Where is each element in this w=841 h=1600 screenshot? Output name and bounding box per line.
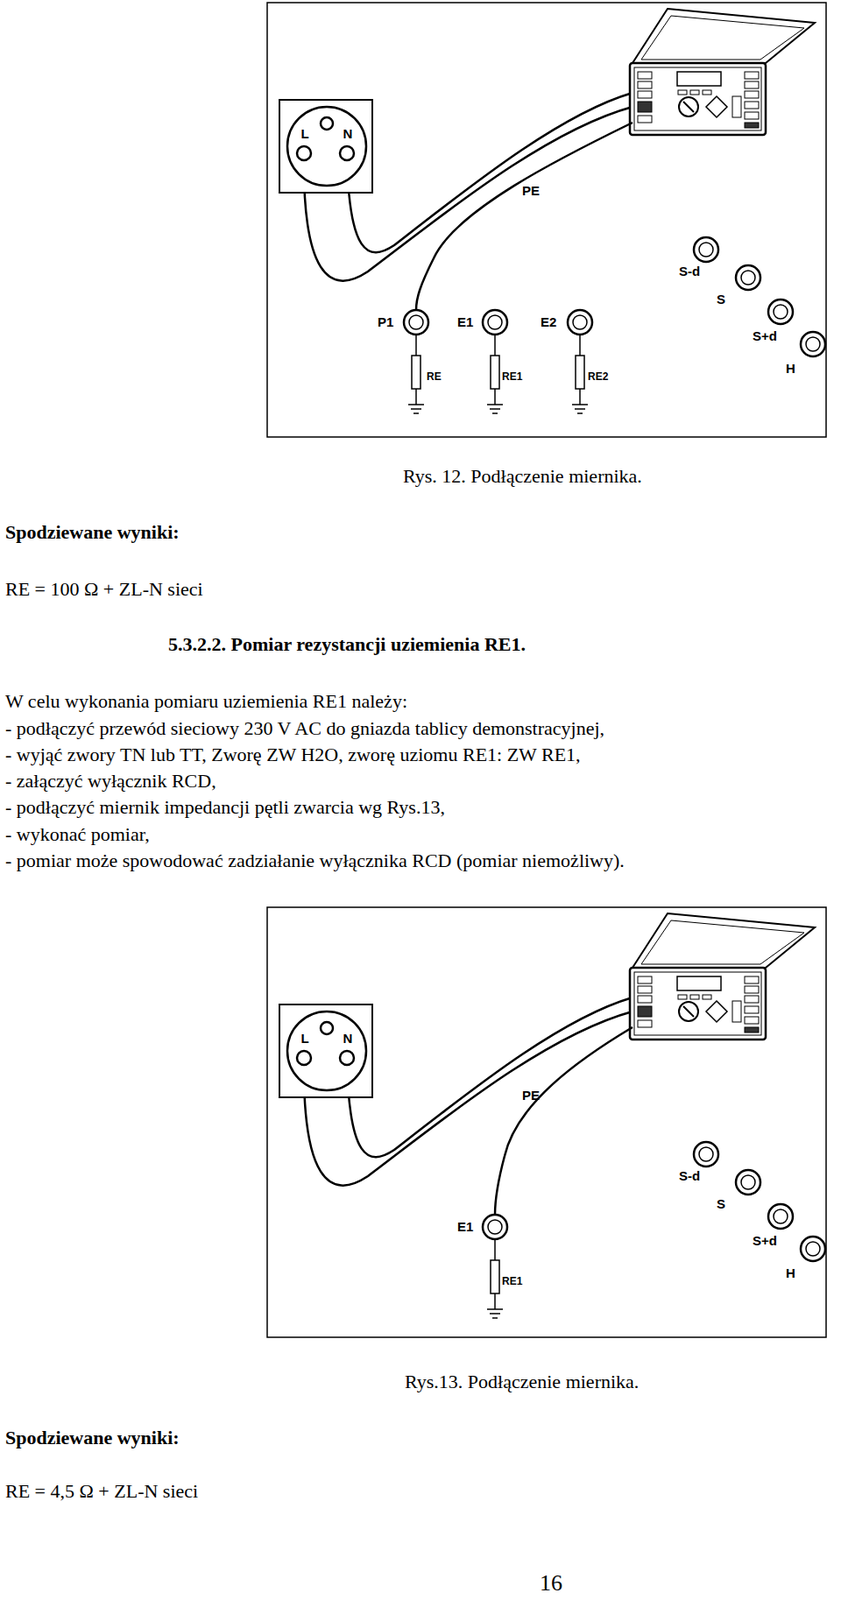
instruction-line: - wykonać pomiar, [5, 823, 150, 847]
figure-12 [267, 2, 827, 438]
resistor-label: RE2 [587, 370, 608, 383]
pin-label: L [300, 1031, 309, 1047]
pin-label: N [343, 126, 354, 142]
page-number: 16 [539, 1569, 563, 1598]
section-label: Spodziewane wyniki: [5, 521, 180, 545]
figure-caption: Rys.13. Podłączenie miernika. [404, 1371, 639, 1394]
instruction-line: - podłączyć miernik impedancji pętli zwa… [5, 796, 446, 820]
terminal-label: S [716, 1196, 726, 1213]
terminal-label: E1 [457, 1219, 474, 1236]
resistor-label: RE1 [501, 370, 523, 383]
terminal-label: S+d [752, 1233, 778, 1250]
pin-label: N [343, 1031, 354, 1047]
expected-result: RE = 100 Ω + ZL-N sieci [5, 578, 204, 601]
figure-13 [267, 907, 827, 1338]
terminal-label: H [785, 1265, 796, 1282]
pin-label: L [300, 126, 309, 142]
expected-result: RE = 4,5 Ω + ZL-N sieci [5, 1480, 198, 1504]
terminal-label: S-d [678, 263, 700, 280]
instruction-line: - załączyć wyłącznik RCD, [5, 770, 217, 793]
resistor-label: RE [426, 370, 442, 383]
instruction-line: - wyjąć zwory TN lub TT, Zworę ZW H2O, z… [5, 743, 581, 767]
terminal-label: P1 [377, 314, 394, 331]
wire-label: PE [522, 1088, 540, 1104]
wire-label: PE [522, 183, 540, 199]
socket-outline [280, 1005, 372, 1097]
socket-box: LN [278, 98, 374, 194]
instruction-line: - podłączyć przewód sieciowy 230 V AC do… [5, 717, 605, 741]
terminal-label: E2 [540, 314, 557, 331]
terminal-label: S+d [752, 328, 778, 345]
resistor-label: RE1 [501, 1275, 523, 1288]
socket-box: LN [278, 1003, 374, 1099]
section-label: Spodziewane wyniki: [5, 1427, 180, 1450]
terminal-label: H [785, 360, 796, 377]
instruction-line: - pomiar może spowodować zadziałanie wył… [5, 849, 625, 873]
figure-caption: Rys. 12. Podłączenie miernika. [402, 465, 643, 488]
terminal-label: S-d [678, 1168, 700, 1185]
socket-outline [280, 100, 372, 192]
terminal-label: S [716, 291, 726, 308]
terminal-label: E1 [457, 314, 474, 331]
section-heading: 5.3.2.2. Pomiar rezystancji uziemienia R… [168, 633, 526, 657]
paragraph-line: W celu wykonania pomiaru uziemienia RE1 … [5, 690, 408, 714]
